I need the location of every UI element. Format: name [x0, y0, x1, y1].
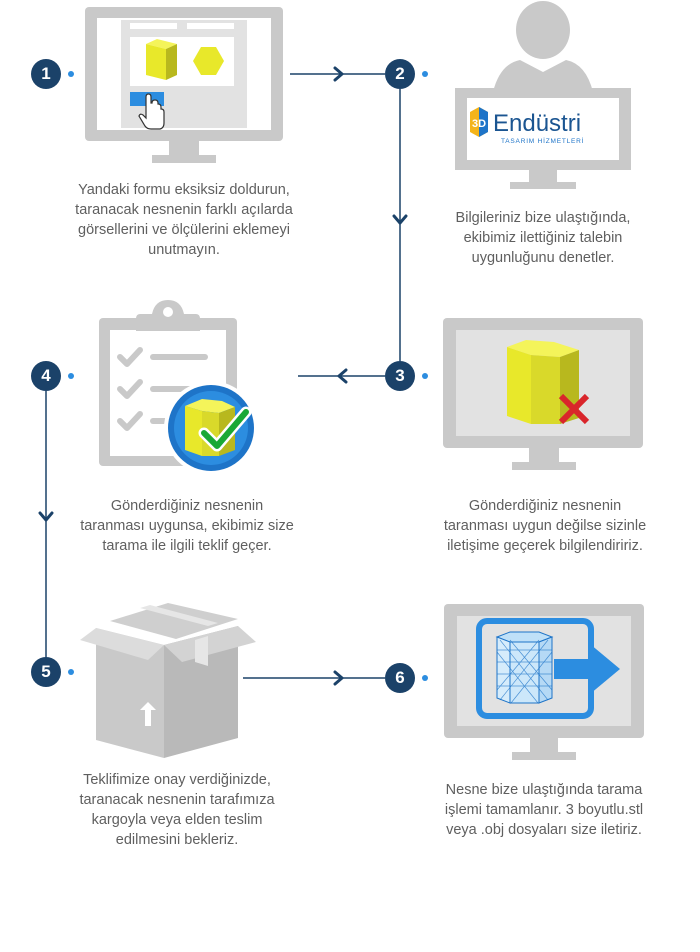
caption-line: ekibimiz ilettiğiniz talebin — [463, 230, 623, 246]
arrow-right-icon — [333, 66, 344, 82]
caption-line: edilmesini bekleriz. — [115, 832, 239, 848]
caption-line: iletişime geçerek bilgilendiririz. — [447, 538, 643, 554]
caption-line: görsellerini ve ölçülerini eklemeyi — [78, 222, 290, 238]
arrow-left-icon — [337, 368, 348, 384]
caption-line: taranması uygunsa, ekibimiz size — [80, 518, 294, 534]
step-5-description: Teklifimize onay verdiğinizde, taranacak… — [52, 770, 302, 850]
arrow-right-icon — [333, 670, 344, 686]
step-badge-2: 2 — [385, 59, 415, 89]
step-6-description: Nesne bize ulaştığında tarama işlemi tam… — [412, 780, 676, 840]
logo-tagline: TASARIM HİZMETLERİ — [501, 136, 584, 145]
scan-export-monitor-icon — [444, 604, 644, 760]
step-badge-1: 1 — [31, 59, 61, 89]
caption-line: Bilgileriniz bize ulaştığında, — [455, 210, 631, 226]
arrow-down-icon — [38, 511, 54, 522]
step-badge-3: 3 — [385, 361, 415, 391]
company-user-monitor-icon — [455, 1, 631, 189]
caption-line: taranacak nesnenin farklı açılarda — [75, 202, 293, 218]
export-arrow-icon — [554, 644, 620, 694]
badge-dot — [68, 71, 74, 77]
step-badge-4: 4 — [31, 361, 61, 391]
step-2-description: Bilgileriniz bize ulaştığında, ekibimiz … — [420, 208, 666, 268]
caption-line: Teklifimize onay verdiğinizde, — [83, 772, 271, 788]
caption-line: işlemi tamamlanır. 3 boyutlu.stl — [444, 802, 644, 818]
badge-dot — [422, 373, 428, 379]
logo-badge-text: 3D — [472, 118, 486, 130]
arrow-down-icon — [392, 214, 408, 225]
step-1-description: Yandaki formu eksiksiz doldurun, taranac… — [50, 180, 318, 260]
company-logo: 3D Endüstri TASARIM HİZMETLERİ — [470, 107, 584, 145]
step-badge-5: 5 — [31, 657, 61, 687]
caption-line: taranacak nesnenin tarafımıza — [79, 792, 275, 808]
caption-line: unutmayın. — [148, 242, 220, 258]
caption-line: uygunluğunu denetler. — [471, 250, 615, 266]
step-3-description: Gönderdiğiniz nesnenin taranması uygun d… — [420, 496, 670, 556]
reject-cross-icon — [558, 393, 590, 425]
caption-line: Yandaki formu eksiksiz doldurun, — [78, 182, 290, 198]
step-4-description: Gönderdiğiniz nesnenin taranması uygunsa… — [62, 496, 312, 556]
step-badge-6: 6 — [385, 663, 415, 693]
approve-check-icon — [201, 409, 249, 449]
caption-line: veya .obj dosyaları size iletiriz. — [446, 822, 642, 838]
caption-line: taranması uygun değilse sizinle — [443, 518, 647, 534]
rejected-object-monitor-icon — [443, 318, 643, 470]
caption-line: Nesne bize ulaştığında tarama — [445, 782, 643, 798]
badge-dot — [422, 71, 428, 77]
badge-dot — [68, 669, 74, 675]
caption-line: Gönderdiğiniz nesnenin — [468, 498, 622, 514]
caption-line: Gönderdiğiniz nesnenin — [110, 498, 264, 514]
approved-clipboard-icon — [99, 300, 258, 475]
caption-line: tarama ile ilgili teklif geçer. — [102, 538, 272, 554]
caption-line: kargoyla veya elden teslim — [91, 812, 263, 828]
badge-dot — [422, 675, 428, 681]
form-upload-monitor-icon — [85, 7, 283, 163]
logo-name: Endüstri — [493, 110, 581, 137]
shipping-box-icon — [80, 603, 256, 758]
badge-dot — [68, 373, 74, 379]
